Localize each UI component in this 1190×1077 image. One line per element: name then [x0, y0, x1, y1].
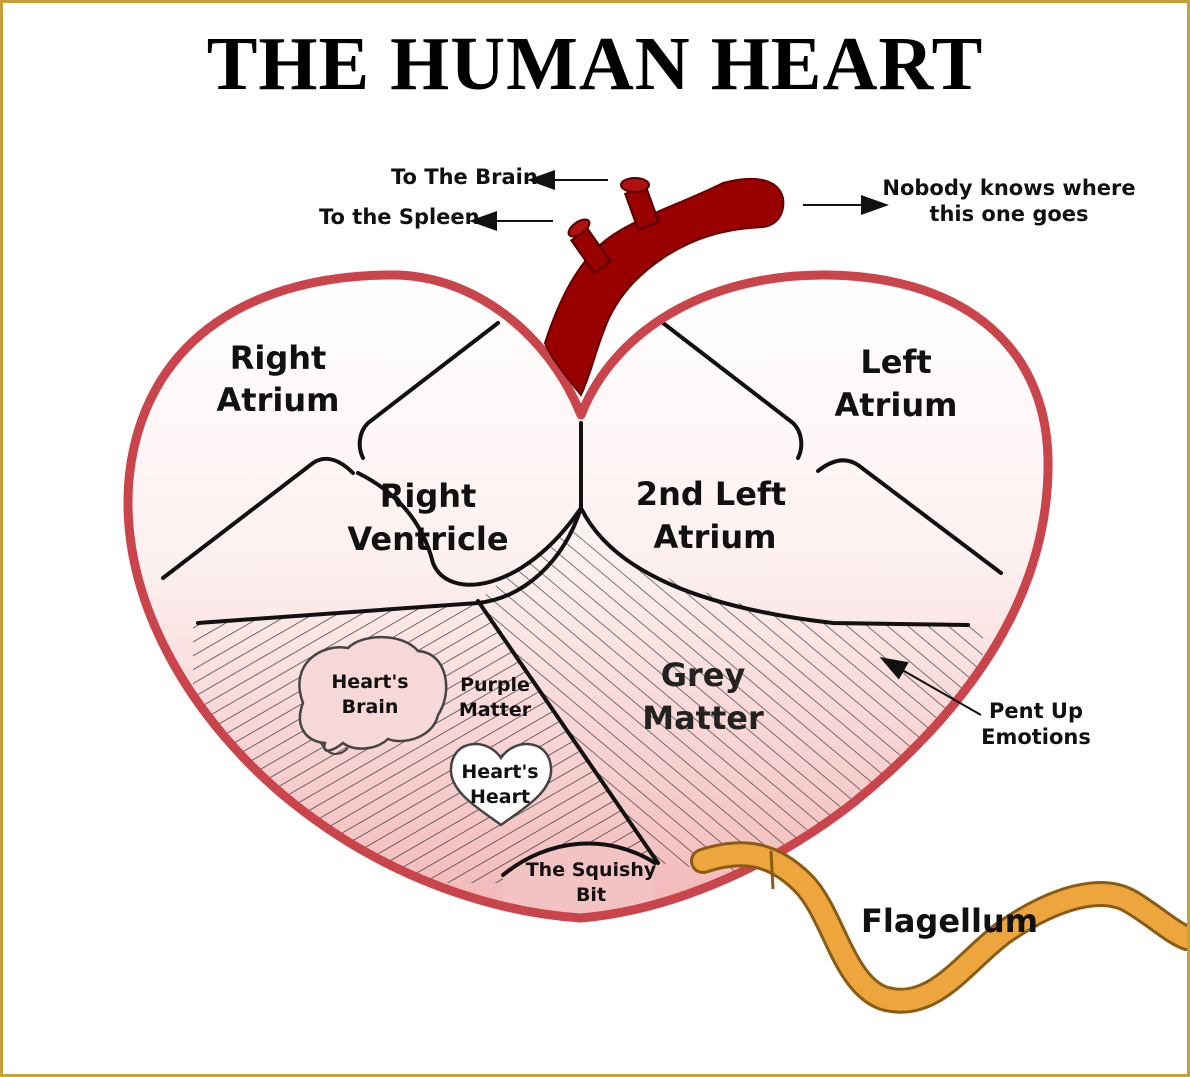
- right-ventricle-boundary: [356, 471, 583, 587]
- label-nobody-knows-1: Nobody knows where: [882, 176, 1135, 200]
- diagram-title: THE HUMAN HEART: [206, 22, 984, 106]
- label-grey-matter-1: Grey: [661, 656, 746, 694]
- label-right-ventricle-2: Ventricle: [347, 520, 508, 558]
- hearts-brain-icon: [298, 635, 448, 755]
- label-second-left-atrium-1: 2nd Left: [636, 475, 786, 513]
- right-ventricle-floor: [196, 506, 583, 625]
- label-grey-matter-2: Matter: [642, 699, 764, 737]
- label-pent-up-2: Emotions: [981, 725, 1091, 749]
- heart-outline: [123, 270, 1053, 923]
- label-hearts-heart-2: Heart: [470, 786, 530, 808]
- flagellum-joint: [769, 850, 775, 890]
- label-left-atrium-2: Atrium: [835, 386, 958, 424]
- label-right-ventricle-1: Right: [380, 477, 477, 515]
- label-second-left-atrium-2: Atrium: [654, 518, 777, 556]
- left-atrium-divider: [661, 321, 804, 460]
- label-right-atrium-1: Right: [230, 339, 327, 377]
- arrow-pent-up: [879, 657, 982, 716]
- second-left-divider: [816, 458, 1003, 575]
- label-left-atrium-1: Left: [860, 343, 931, 381]
- label-hearts-heart-1: Heart's: [461, 761, 538, 783]
- label-flagellum: Flagellum: [861, 902, 1038, 940]
- label-to-spleen: To the Spleen: [319, 205, 480, 229]
- label-squishy-bit-1: The Squishy: [526, 859, 657, 881]
- label-squishy-bit-2: Bit: [576, 884, 606, 906]
- label-pent-up-1: Pent Up: [989, 699, 1083, 723]
- label-purple-matter-1: Purple: [460, 674, 530, 696]
- left-atrium-floor: [579, 506, 970, 627]
- label-right-atrium-2: Atrium: [217, 381, 340, 419]
- label-hearts-brain-1: Heart's: [331, 671, 408, 693]
- label-nobody-knows-2: this one goes: [929, 202, 1088, 226]
- heart-diagram: To The Brain To the Spleen Nobody knows …: [123, 165, 1187, 1014]
- grey-purple-divider: [476, 599, 660, 865]
- right-atrium-divider: [357, 321, 500, 460]
- label-purple-matter-2: Matter: [459, 699, 532, 721]
- squishy-bit-region: [503, 842, 653, 918]
- flagellum-fill: [693, 844, 1187, 1011]
- label-hearts-brain-2: Brain: [342, 696, 399, 718]
- label-to-brain: To The Brain: [391, 165, 538, 189]
- artery-icon: [543, 177, 785, 397]
- right-ventricle-divider: [161, 456, 355, 580]
- squishy-bit-arc: [501, 841, 657, 877]
- hearts-heart-icon: [449, 742, 553, 827]
